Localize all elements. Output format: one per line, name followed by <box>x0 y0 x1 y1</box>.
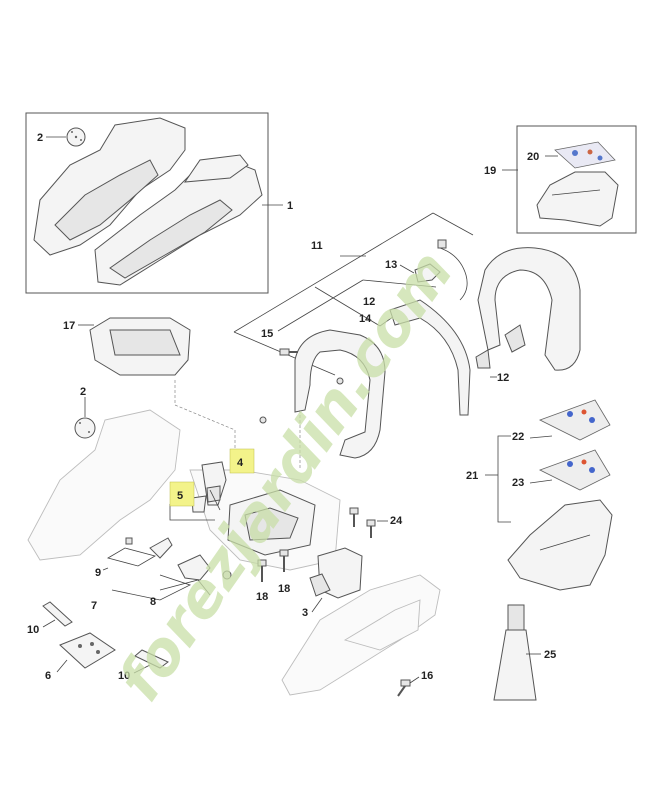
label-3: 3 <box>302 607 308 619</box>
part-2-gasket-top <box>66 127 86 147</box>
switch-block <box>227 489 316 556</box>
label-18-a: 18 <box>278 583 290 595</box>
part-1-housing <box>33 117 263 286</box>
label-18-b: 18 <box>256 591 268 603</box>
part-14-bow <box>389 299 471 416</box>
part-12-clip-a <box>475 349 491 369</box>
label-19: 19 <box>484 165 496 177</box>
part-3-module <box>309 547 363 599</box>
label-7: 7 <box>91 600 97 612</box>
label-6: 6 <box>45 670 51 682</box>
label-2-top: 2 <box>37 132 43 144</box>
label-17: 17 <box>63 320 75 332</box>
loop-handle <box>259 329 386 459</box>
label-1: 1 <box>287 200 293 212</box>
label-9: 9 <box>95 567 101 579</box>
rear-handle-frame <box>477 247 581 371</box>
part-17-cover <box>89 317 191 376</box>
label-8: 8 <box>150 596 156 608</box>
housing-kit-box <box>25 112 269 294</box>
label-10-b: 10 <box>118 670 130 682</box>
highlight-part-5 <box>169 481 195 507</box>
highlight-part-4 <box>229 448 255 474</box>
assembly-lines-11 <box>233 212 474 376</box>
label-20: 20 <box>527 151 539 163</box>
label-2-lower: 2 <box>80 386 86 398</box>
part-13-clip <box>414 239 468 301</box>
label-24: 24 <box>390 515 403 527</box>
part-9-clip <box>125 537 173 559</box>
label-16: 16 <box>421 670 433 682</box>
part-21-cover <box>507 499 613 591</box>
kit-box-19 <box>516 125 637 234</box>
bracket-21 <box>485 435 553 523</box>
part-2-gasket-lower <box>74 417 96 439</box>
part-8-contact <box>177 554 232 581</box>
label-12-b: 12 <box>497 372 509 384</box>
label-25: 25 <box>544 649 556 661</box>
part-5-lever <box>191 495 207 513</box>
part-10-bar-a <box>42 601 73 627</box>
label-11: 11 <box>311 240 323 252</box>
label-13: 13 <box>385 259 397 271</box>
part-18-screws <box>257 549 289 582</box>
part-20-label <box>554 141 616 169</box>
part-6-plate <box>59 632 116 669</box>
label-12-a: 12 <box>363 296 375 308</box>
label-21: 21 <box>466 470 478 482</box>
label-4: 4 <box>237 457 244 469</box>
part-19-cover <box>536 171 619 227</box>
label-23: 23 <box>512 477 524 489</box>
label-15: 15 <box>261 328 273 340</box>
label-5: 5 <box>177 490 183 502</box>
part-15-screw <box>279 348 298 356</box>
label-14: 14 <box>359 313 372 325</box>
lower-housing-ghost-2 <box>281 574 441 696</box>
part-10-bar-b <box>134 649 169 669</box>
label-10-a: 10 <box>27 624 39 636</box>
part-23-label <box>538 449 611 491</box>
part-24-screws <box>349 507 376 538</box>
part-25-tube <box>493 604 537 701</box>
label-22: 22 <box>512 431 524 443</box>
part-22-label <box>538 399 611 441</box>
part-16-screw <box>397 679 411 697</box>
